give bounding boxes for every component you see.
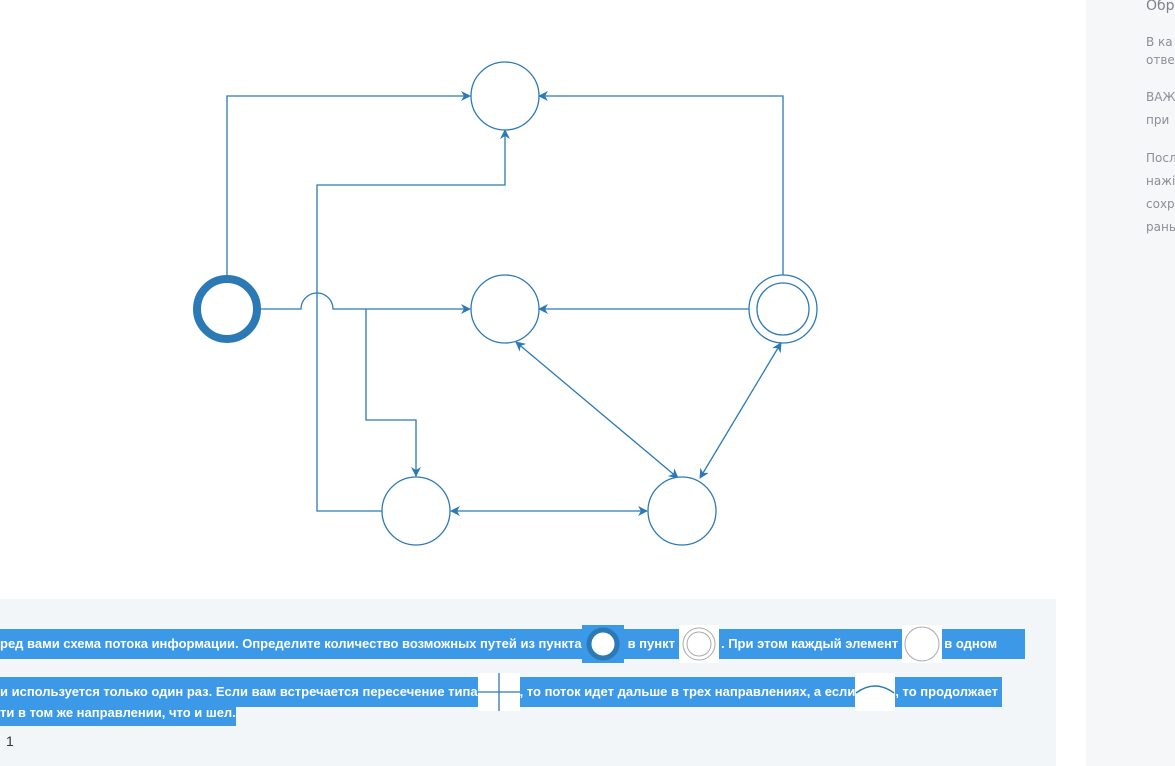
sidebar-text: сохр xyxy=(1146,197,1175,211)
node-top xyxy=(470,61,540,131)
question-panel: ред вами схема потока информации. Опреде… xyxy=(0,599,1056,766)
instructions-sidebar: Обр В ка отве ВАЖ при Посл нажі сохр ран… xyxy=(1086,0,1175,766)
sidebar-text: нажі xyxy=(1146,174,1175,188)
cross-intersection-icon xyxy=(477,673,520,711)
circle-icon xyxy=(902,625,943,663)
main-content: ред вами схема потока информации. Опреде… xyxy=(0,61,1056,766)
question-text: ред вами схема потока информации. Опреде… xyxy=(0,629,582,659)
sidebar-text: ВАЖ xyxy=(1146,90,1175,104)
question-line-3: ти в том же направлении, что и шел. xyxy=(0,700,236,726)
edge-end-to-top xyxy=(538,91,784,275)
edge-start-to-middle xyxy=(261,292,471,314)
sidebar-text: отве xyxy=(1146,53,1175,67)
question-text: в одном xyxy=(942,629,1026,659)
arc-bridge-icon xyxy=(855,673,896,711)
flow-diagram xyxy=(193,61,818,546)
answer-value[interactable]: 1 xyxy=(6,733,14,749)
node-end xyxy=(748,274,818,344)
thick-ring-icon xyxy=(581,625,624,663)
edge-bottomleft-to-top xyxy=(316,129,510,512)
question-text: , то продолжает xyxy=(895,677,1003,707)
question-line-2: и используется только один раз. Если вам… xyxy=(0,673,1003,711)
question-text: . При этом каждый элемент xyxy=(718,629,903,659)
question-text: ти в том же направлении, что и шел. xyxy=(0,700,236,726)
edge-bottomright-end xyxy=(699,342,782,479)
edge-start-to-top xyxy=(226,91,471,275)
edge-branch-to-bottomleft xyxy=(365,309,421,477)
node-bottom-right xyxy=(647,476,717,546)
sidebar-text: при xyxy=(1146,113,1170,127)
sidebar-text: В ка xyxy=(1146,35,1173,49)
node-middle xyxy=(470,274,540,344)
double-ring-icon xyxy=(678,625,719,663)
sidebar-text: раны xyxy=(1146,220,1175,234)
question-text: в пункт xyxy=(623,629,679,659)
question-line-1: ред вами схема потока информации. Опреде… xyxy=(0,625,1026,663)
question-text: , то поток идет дальше в трех направлени… xyxy=(519,677,856,707)
sidebar-text: Посл xyxy=(1146,151,1175,165)
node-bottom-left xyxy=(381,476,451,546)
node-start xyxy=(193,275,261,343)
sidebar-title: Обр xyxy=(1146,0,1175,14)
edge-middle-bottomright xyxy=(515,341,679,479)
